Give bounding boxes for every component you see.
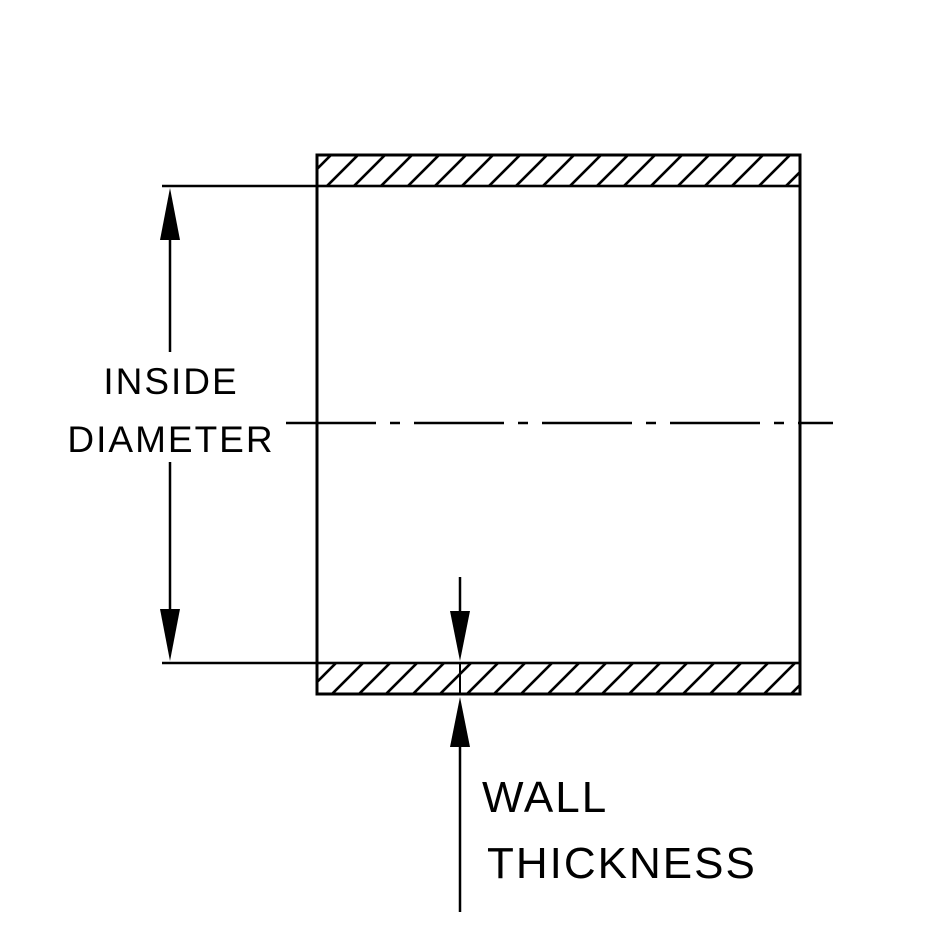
inside-diameter-label-line2: DIAMETER [67, 419, 274, 460]
dimension-arrow-down-icon [160, 609, 180, 661]
wall-thickness-label-line1: WALL [482, 773, 608, 822]
dimension-arrow-up-icon [160, 188, 180, 240]
wall-arrow-down-icon [450, 611, 470, 661]
bottom-wall-hatch [315, 661, 802, 696]
tube-cross-section [286, 153, 833, 696]
inside-diameter-label-line1: INSIDE [103, 361, 238, 402]
wall-thickness-annotation: WALL THICKNESS [450, 577, 757, 912]
inside-diameter-dimension: INSIDE DIAMETER [67, 184, 317, 665]
tube-body-outline [315, 153, 802, 696]
wall-arrow-up-icon [450, 697, 470, 747]
top-wall-hatch [315, 153, 802, 188]
wall-thickness-label-line2: THICKNESS [487, 839, 757, 888]
